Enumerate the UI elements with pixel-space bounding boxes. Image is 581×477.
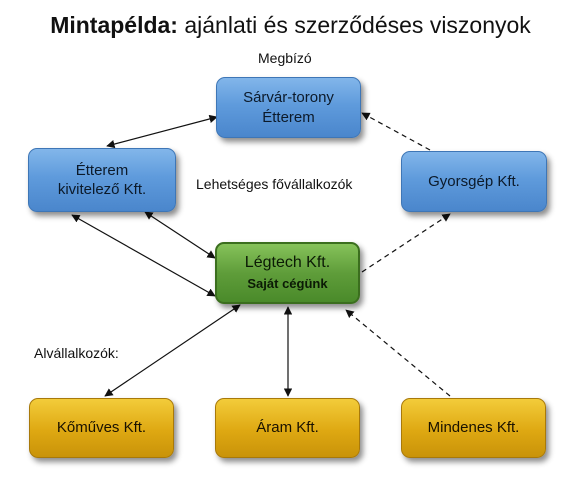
title-bold: Mintapélda: [50,12,178,38]
label-client: Megbízó [258,50,312,66]
label-main-contractors: Lehetséges fővállalkozók [196,176,353,192]
node-builder-line2: kivitelező Kft. [57,181,147,198]
edge-builder-legtech-left [71,214,216,297]
node-tower[interactable]: Sárvár-torony Étterem [216,77,361,138]
node-legtech[interactable]: Légtech Kft. Saját cégünk [215,242,360,304]
label-subcontractors: Alvállalkozók: [34,345,119,361]
edge-legtech-gyorsgep [361,213,451,273]
node-mindenes-line1: Mindenes Kft. [427,419,520,437]
edge-builder-tower [106,114,218,149]
edge-gyorsgep-tower [361,112,431,151]
node-aram[interactable]: Áram Kft. [215,398,360,458]
node-tower-line2: Étterem [262,108,315,126]
edge-builder-legtech-right [144,211,216,259]
node-komuves-line1: Kőműves Kft. [56,419,147,437]
node-tower-line1: Sárvár-torony [243,89,334,106]
node-gyorsgep[interactable]: Gyorsgép Kft. [401,151,547,212]
node-komuves[interactable]: Kőműves Kft. [29,398,174,458]
node-builder-line1: Étterem [75,161,129,179]
title-rest: ajánlati és szerződéses viszonyok [177,12,531,38]
node-legtech-line2: Saját cégünk [247,275,328,291]
diagram-title: Mintapélda: ajánlati és szerződéses visz… [0,12,581,39]
node-gyorsgep-line1: Gyorsgép Kft. [428,172,520,190]
node-aram-line1: Áram Kft. [256,419,319,437]
edge-legtech-komuves [104,304,241,397]
node-legtech-line1: Légtech Kft. [244,254,331,272]
node-mindenes[interactable]: Mindenes Kft. [401,398,546,458]
edge-mindenes-legtech [345,309,451,397]
node-builder[interactable]: Étterem kivitelező Kft. [28,148,176,212]
